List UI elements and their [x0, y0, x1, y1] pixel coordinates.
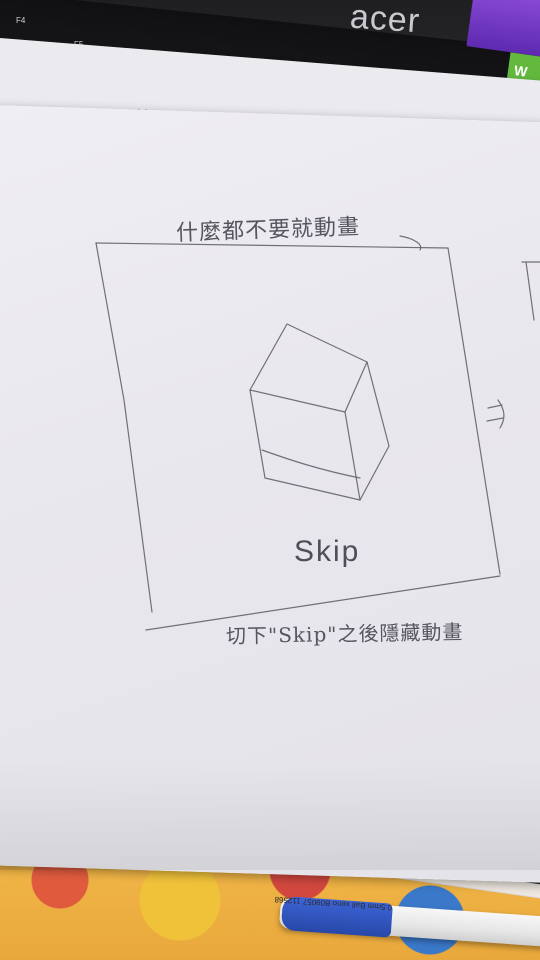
function-key-label: F4: [16, 16, 26, 25]
sketch-top-note: 什麼都不要就動畫: [175, 214, 361, 247]
paper-shadow: [0, 760, 540, 870]
sketch-cube-right: [359, 361, 390, 501]
sketch-cube-top: [249, 323, 368, 413]
sketch-cube-shading: [261, 449, 361, 479]
sketch-cube-left: [249, 389, 361, 501]
sketch-frame-bottom: [145, 575, 501, 631]
sketch-bottom-note: 切下"Skip"之後隱藏動畫: [225, 619, 464, 649]
sketch-frame-left: [95, 242, 153, 613]
sketch-next-frame: [521, 261, 540, 321]
sketch-skip-label: Skip: [294, 535, 361, 568]
sketch-next-arrow: [486, 399, 505, 429]
sketch-frame: [95, 242, 501, 575]
sketch-frame-top-hook: [399, 235, 422, 251]
